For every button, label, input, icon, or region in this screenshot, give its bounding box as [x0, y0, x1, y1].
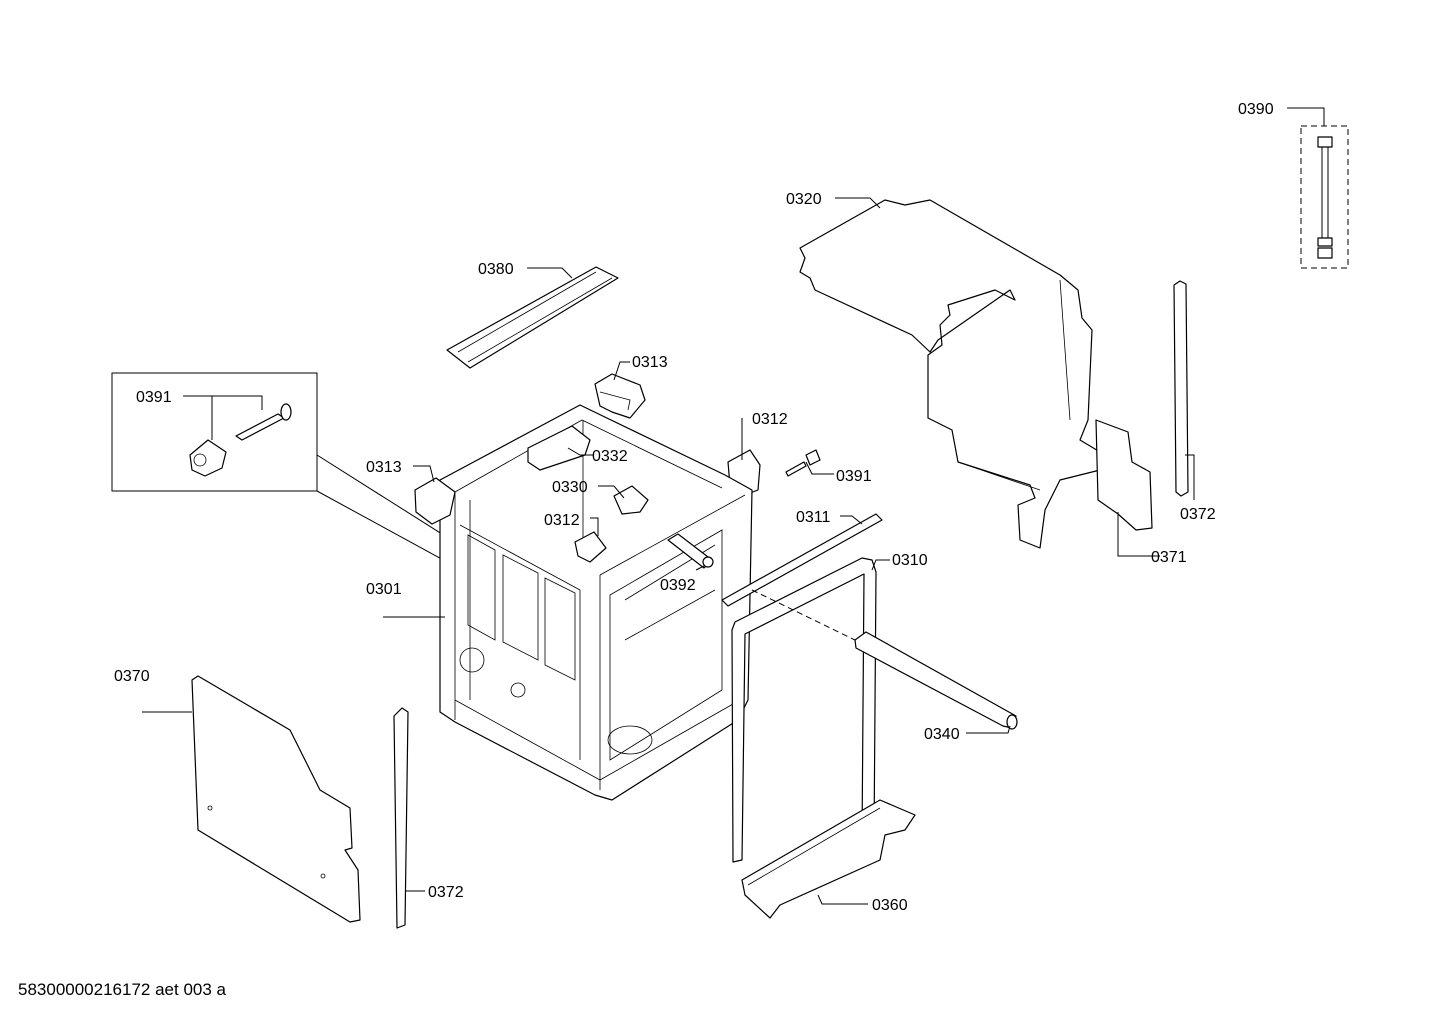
part-0330-component — [613, 485, 649, 515]
label-0390: 0390 — [1238, 101, 1274, 118]
label-0310: 0310 — [892, 552, 928, 569]
part-0313-bracket-top — [594, 373, 646, 419]
label-0332: 0332 — [592, 448, 628, 465]
part-0340-tube — [751, 589, 1018, 730]
part-0370-side-panel — [191, 675, 361, 923]
label-0360: 0360 — [872, 897, 908, 914]
label-0370: 0370 — [114, 668, 150, 685]
label-0313-left: 0313 — [366, 459, 402, 476]
part-0360-bottom-panel — [741, 799, 916, 919]
label-0391-screw: 0391 — [836, 468, 872, 485]
label-0311: 0311 — [796, 509, 831, 526]
label-0312-right: 0312 — [752, 411, 788, 428]
part-0313-bracket-left — [414, 477, 456, 525]
part-0392-hinge — [667, 533, 714, 569]
part-0320-insulation-mat — [799, 199, 1101, 549]
label-0312-left: 0312 — [544, 512, 580, 529]
drawing-number: 58300000216172 aet 003 a — [18, 980, 226, 999]
part-0391-screw — [785, 449, 821, 477]
label-0372-right: 0372 — [1180, 506, 1216, 523]
label-0380: 0380 — [478, 261, 514, 278]
part-0380-top-plate — [446, 266, 619, 369]
label-0320: 0320 — [786, 191, 822, 208]
label-0371: 0371 — [1151, 549, 1187, 566]
label-0340: 0340 — [924, 726, 960, 743]
part-0312-bracket-left — [574, 531, 607, 563]
part-0372-strip-right — [1173, 280, 1189, 497]
leader-lines — [142, 107, 1325, 905]
label-0301: 0301 — [366, 581, 402, 598]
label-0330: 0330 — [552, 479, 588, 496]
part-0371-side-panel — [1095, 419, 1153, 531]
part-0390-cable — [1300, 125, 1349, 269]
label-0372-left: 0372 — [428, 884, 464, 901]
part-0372-strip-left — [393, 707, 409, 929]
label-0392: 0392 — [660, 577, 696, 594]
part-0311-rail — [721, 513, 883, 607]
label-0313-top: 0313 — [632, 354, 668, 371]
label-0391-detail: 0391 — [136, 389, 172, 406]
